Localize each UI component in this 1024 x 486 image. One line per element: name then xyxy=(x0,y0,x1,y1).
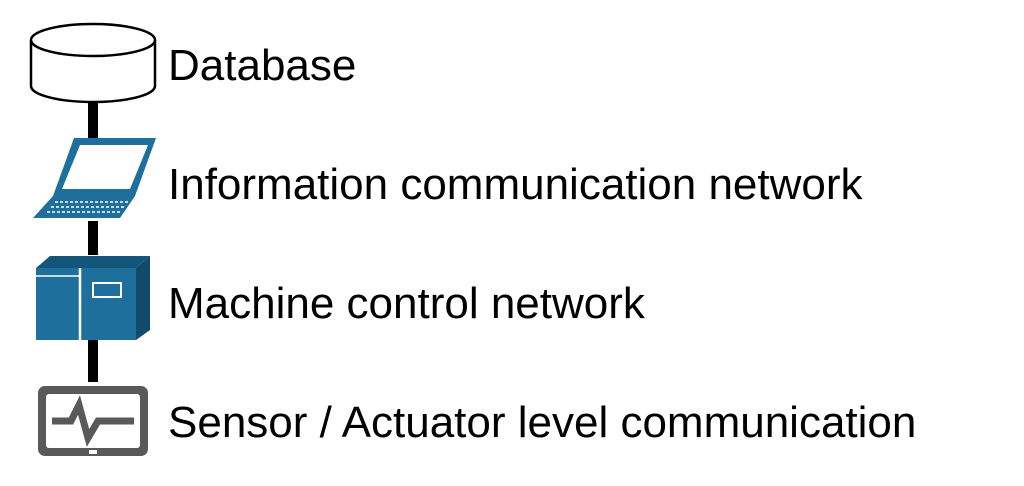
level-label-machine-control-network: Machine control network xyxy=(168,279,645,328)
laptop-icon xyxy=(33,138,156,218)
level-label-sensor-actuator: Sensor / Actuator level communication xyxy=(168,398,917,447)
controller-icon xyxy=(36,256,150,340)
level-label-database: Database xyxy=(168,41,357,90)
level-label-information-network: Information communication network xyxy=(168,160,863,209)
sensor-monitor-icon xyxy=(38,386,148,456)
database-icon xyxy=(29,22,157,104)
